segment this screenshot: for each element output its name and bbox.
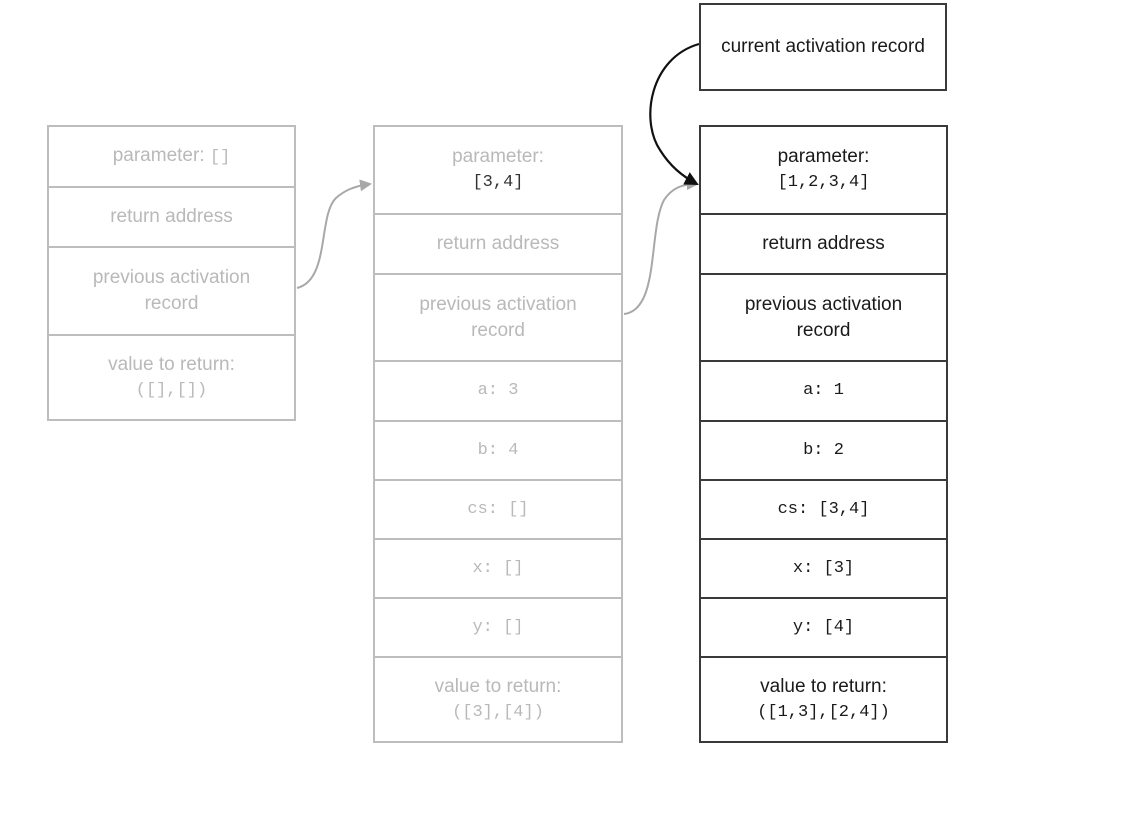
value-var-a: a: 3 xyxy=(477,381,519,400)
row-var-b: b: 4 xyxy=(375,422,621,481)
row-var-a: a: 1 xyxy=(701,362,946,422)
label-previous-activation-record: previous activation record xyxy=(92,267,251,314)
activation-record-middle: parameter: [3,4] return address previous… xyxy=(373,125,623,743)
pointer-arrow-current-record xyxy=(649,42,700,185)
row-var-a: a: 3 xyxy=(375,362,621,422)
row-return-address: return address xyxy=(49,188,294,248)
value-var-x: x: [3] xyxy=(792,558,855,578)
value-value-to-return: ([3],[4]) xyxy=(452,702,544,722)
label-return-address: return address xyxy=(762,233,885,254)
row-var-cs: cs: [3,4] xyxy=(701,481,946,540)
value-var-y: y: [] xyxy=(472,617,524,637)
row-var-y: y: [] xyxy=(375,599,621,658)
row-value-to-return: value to return: ([1,3],[2,4]) xyxy=(701,658,946,741)
row-var-x: x: [3] xyxy=(701,540,946,599)
link-arrow-middle-to-current xyxy=(623,178,699,315)
activation-record-outer: parameter: [] return address previous ac… xyxy=(47,125,296,421)
value-value-to-return: ([1,3],[2,4]) xyxy=(757,702,890,722)
current-activation-record-label: current activation record xyxy=(699,3,947,91)
label-value-to-return: value to return: xyxy=(760,675,887,697)
label-return-address: return address xyxy=(110,206,233,227)
value-var-cs: cs: [] xyxy=(467,499,529,519)
row-var-b: b: 2 xyxy=(701,422,946,481)
label-return-address: return address xyxy=(436,233,560,254)
callout-text: current activation record xyxy=(721,36,925,57)
label-parameter: parameter: xyxy=(777,146,870,167)
row-var-cs: cs: [] xyxy=(375,481,621,540)
label-previous-activation-record: previous activation record xyxy=(744,293,903,341)
value-parameter: [3,4] xyxy=(472,173,524,192)
value-var-b: b: 2 xyxy=(803,440,844,460)
value-var-x: x: [] xyxy=(472,558,524,578)
row-value-to-return: value to return: ([],[]) xyxy=(49,336,294,419)
value-parameter: [] xyxy=(209,147,231,167)
activation-record-current: parameter: [1,2,3,4] return address prev… xyxy=(699,125,948,743)
row-var-x: x: [] xyxy=(375,540,621,599)
row-var-y: y: [4] xyxy=(701,599,946,658)
label-value-to-return: value to return: xyxy=(434,675,562,697)
link-arrow-outer-to-middle xyxy=(296,179,372,289)
row-previous-activation-record: previous activation record xyxy=(49,248,294,336)
row-parameter: parameter: [3,4] xyxy=(375,127,621,215)
label-parameter: parameter: xyxy=(452,146,544,167)
row-return-address: return address xyxy=(701,215,946,275)
row-previous-activation-record: previous activation record xyxy=(701,275,946,362)
row-parameter: parameter: [1,2,3,4] xyxy=(701,127,946,215)
value-value-to-return: ([],[]) xyxy=(135,380,208,400)
value-parameter: [1,2,3,4] xyxy=(777,173,870,192)
row-return-address: return address xyxy=(375,215,621,275)
row-parameter: parameter: [] xyxy=(49,127,294,188)
row-value-to-return: value to return: ([3],[4]) xyxy=(375,658,621,741)
label-parameter: parameter: xyxy=(112,144,205,166)
value-var-b: b: 4 xyxy=(477,440,519,460)
label-value-to-return: value to return: xyxy=(108,353,235,375)
value-var-cs: cs: [3,4] xyxy=(777,499,870,519)
row-previous-activation-record: previous activation record xyxy=(375,275,621,362)
label-previous-activation-record: previous activation record xyxy=(419,293,577,341)
value-var-y: y: [4] xyxy=(792,617,855,637)
value-var-a: a: 1 xyxy=(803,381,844,400)
